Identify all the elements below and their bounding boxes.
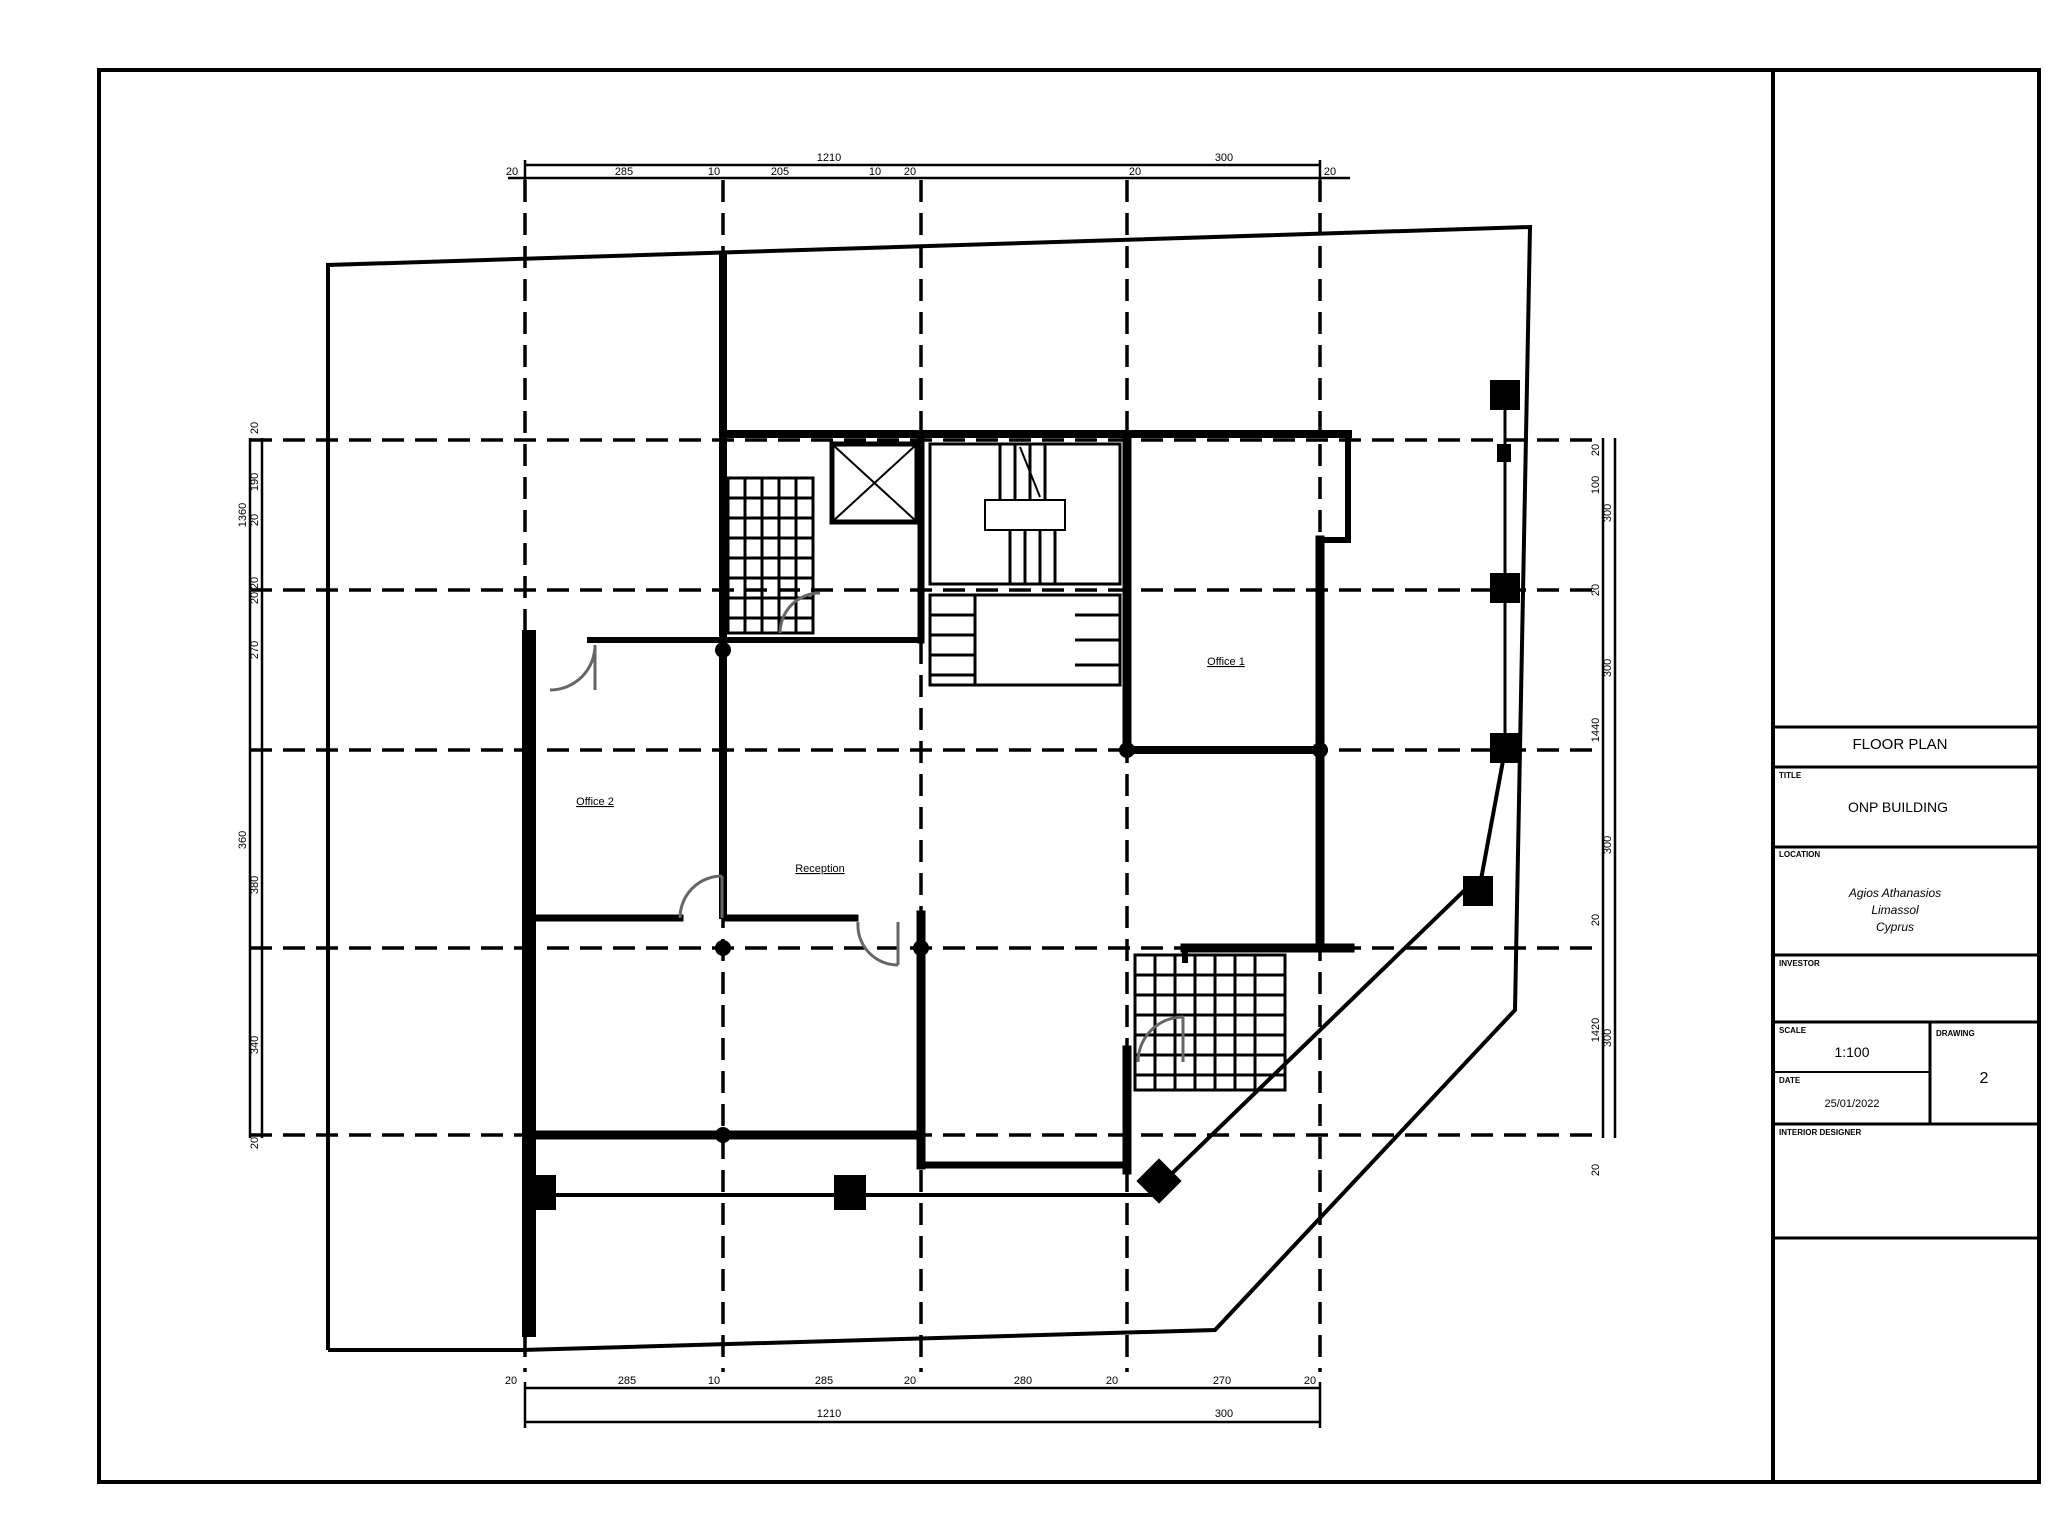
columns <box>526 380 1520 1210</box>
site-boundary <box>326 224 1533 1352</box>
dim-bottom-s6: 20 <box>1106 1375 1118 1387</box>
dim-left-3: 20 <box>249 577 261 589</box>
room-label-office-1: Office 1 <box>1207 656 1245 668</box>
title-block: FLOOR PLAN TITLE ONP BUILDING LOCATION A… <box>1773 725 2039 1240</box>
dim-left-11: 360 <box>237 831 249 849</box>
dim-top-s6: 20 <box>1129 166 1141 178</box>
dim-left-2: 190 <box>249 473 261 491</box>
dim-left-5: 380 <box>249 876 261 894</box>
dim-bottom-s2: 10 <box>708 1375 720 1387</box>
dim-right-4: 20 <box>1590 584 1602 596</box>
stairs <box>928 442 1122 687</box>
tile-grid-2 <box>1133 953 1287 1092</box>
tile-grid-1 <box>726 476 815 635</box>
dim-left-4: 270 <box>249 641 261 659</box>
title-value: ONP BUILDING <box>1848 799 1948 815</box>
dim-top-s5: 20 <box>904 166 916 178</box>
dimension-labels: 1210 300 20 285 10 205 10 20 20 20 20 28… <box>237 152 1614 1420</box>
location-line-3: Cyprus <box>1876 920 1914 934</box>
drawing-frame <box>97 68 2041 1484</box>
dim-left-10: 1360 <box>237 503 249 527</box>
dim-bottom-s8: 20 <box>1304 1375 1316 1387</box>
dim-top-s2: 10 <box>708 166 720 178</box>
dim-bottom-left-end: 20 <box>505 1375 517 1387</box>
date-label: DATE <box>1779 1076 1801 1085</box>
room-label-office-2: Office 2 <box>576 796 614 808</box>
dim-top-s1: 285 <box>615 166 633 178</box>
dim-right-11: 20 <box>1590 1164 1602 1176</box>
dim-bottom-total: 1210 <box>817 1408 841 1420</box>
drawing-title: FLOOR PLAN <box>1852 736 1947 753</box>
walls <box>522 254 1508 1337</box>
dimension-lines <box>248 160 1617 1428</box>
dim-left-7: 20 <box>249 514 261 526</box>
dim-left-6: 20 <box>249 1137 261 1149</box>
dim-top-s3: 205 <box>771 166 789 178</box>
dim-right-1: 20 <box>1590 444 1602 456</box>
dim-right-7: 300 <box>1602 836 1614 854</box>
dim-top-right: 300 <box>1215 152 1233 164</box>
location-line-2: Limassol <box>1871 903 1919 917</box>
dim-left-1: 20 <box>249 422 261 434</box>
dim-bottom-s3: 285 <box>815 1375 833 1387</box>
room-label-reception: Reception <box>795 863 845 875</box>
dim-bottom-s4: 20 <box>904 1375 916 1387</box>
dim-bottom-s5: 280 <box>1014 1375 1032 1387</box>
dim-bottom-s1: 285 <box>618 1375 636 1387</box>
scale-label: SCALE <box>1779 1026 1807 1035</box>
dim-right-9: 1420 <box>1590 1018 1602 1042</box>
dim-right-3: 300 <box>1602 504 1614 522</box>
dim-left-9: 20 <box>249 592 261 604</box>
dim-left-8: 340 <box>249 1036 261 1054</box>
dim-bottom-s7: 270 <box>1213 1375 1231 1387</box>
elevator <box>829 441 920 525</box>
dim-right-5: 300 <box>1602 659 1614 677</box>
dim-right-8: 20 <box>1590 914 1602 926</box>
dim-right-2: 100 <box>1590 476 1602 494</box>
title-label: TITLE <box>1779 771 1802 780</box>
investor-label: INVESTOR <box>1779 959 1820 968</box>
scale-value: 1:100 <box>1834 1044 1869 1060</box>
designer-label: INTERIOR DESIGNER <box>1779 1128 1861 1137</box>
dim-top-right-end: 20 <box>1324 166 1336 178</box>
drawing-label: DRAWING <box>1936 1029 1975 1038</box>
location-line-1: Agios Athanasios <box>1848 886 1941 900</box>
dim-right-6: 1440 <box>1590 718 1602 742</box>
dim-bottom-right: 300 <box>1215 1408 1233 1420</box>
dim-right-10: 300 <box>1602 1029 1614 1047</box>
location-label: LOCATION <box>1779 850 1820 859</box>
date-value: 25/01/2022 <box>1824 1098 1879 1110</box>
dim-top-left-end: 20 <box>506 166 518 178</box>
dim-top-s4: 10 <box>869 166 881 178</box>
drawing-value: 2 <box>1980 1070 1989 1087</box>
doors <box>549 591 1185 1063</box>
dim-top-total: 1210 <box>817 152 841 164</box>
